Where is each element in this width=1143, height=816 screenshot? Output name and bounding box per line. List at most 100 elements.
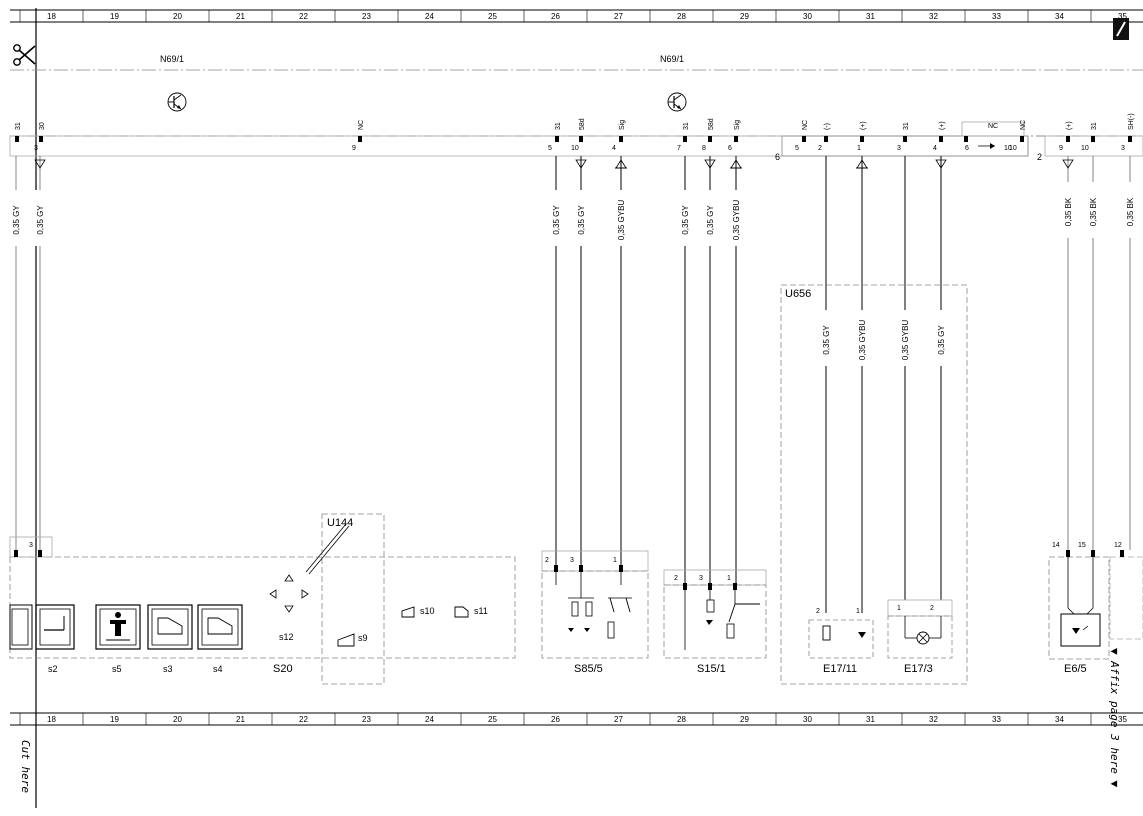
column-number: 33	[992, 12, 1001, 21]
e6-5-pin: 14	[1052, 542, 1060, 549]
terminal-label: 31	[15, 122, 22, 130]
wire-label: 0,35 GY	[12, 205, 21, 235]
wire-label: 0,35 GY	[937, 325, 946, 355]
pin-number: 2	[818, 145, 822, 152]
column-number: 30	[803, 12, 812, 21]
terminal-label: NC	[1020, 120, 1027, 130]
pin-number: 6	[965, 145, 969, 152]
wire-label: 0,35 GY	[822, 325, 831, 355]
ground-marker	[704, 159, 716, 169]
ground-marker	[34, 159, 46, 169]
terminal-label: SH(-)	[1128, 113, 1135, 130]
s85-5-switch	[541, 550, 649, 659]
column-number: 35	[1118, 12, 1127, 21]
pin-marker	[1091, 136, 1095, 142]
pin-number: 3	[897, 145, 901, 152]
pin-marker	[939, 136, 943, 142]
e17-11-lamp	[808, 619, 874, 659]
e6-5-pin: 15	[1078, 542, 1086, 549]
column-number: 26	[551, 12, 560, 21]
column-number: 29	[740, 715, 749, 724]
s20-switch-labels: s2 s5 s3 s4 s12 s9 s10 s11	[48, 606, 488, 674]
s20-pin-label: 3	[29, 542, 33, 549]
component-label-e17-3: E17/3	[904, 663, 933, 675]
pin-marker	[619, 136, 623, 142]
column-number: 32	[929, 715, 938, 724]
pin-number: 4	[933, 145, 937, 152]
column-number: 35	[1118, 715, 1127, 724]
component-label-e6-5: E6/5	[1064, 663, 1087, 675]
ground-marker	[575, 159, 587, 169]
pin-marker	[903, 136, 907, 142]
switch-label-s9: s9	[358, 633, 368, 643]
column-number: 33	[992, 715, 1001, 724]
u144-frame	[305, 513, 385, 685]
wire-label: 0,35 GY	[577, 205, 586, 235]
column-number: 34	[1055, 12, 1064, 21]
terminal-label: Sig	[734, 120, 741, 130]
column-number: 21	[236, 12, 245, 21]
pin-marker	[860, 136, 864, 142]
column-number: 30	[803, 715, 812, 724]
pencil-icon	[1113, 18, 1129, 40]
column-number: 20	[173, 715, 182, 724]
terminal-label: (-)	[824, 123, 831, 130]
pin-number: 4	[612, 145, 616, 152]
column-number: 21	[236, 715, 245, 724]
connector-label-n69-1-left: N69/1	[160, 54, 184, 64]
column-number: 28	[677, 715, 686, 724]
terminal-label: (+)	[939, 121, 946, 130]
wire-label: 0,35 GY	[681, 205, 690, 235]
u656-frame	[780, 284, 968, 685]
e17-11-pin: 2	[816, 608, 820, 615]
e6-5-lamp	[1048, 550, 1143, 660]
seat-button-s3	[147, 604, 193, 650]
terminal-label: 31	[903, 122, 910, 130]
switch-label-s3: s3	[163, 664, 173, 674]
switch-label-s4: s4	[213, 664, 223, 674]
wires: 0,35 GY 0,35 GY 0,35 GY 0,35 GY 0,35 GYBU 0,3…	[10, 156, 1135, 613]
column-number: 32	[929, 12, 938, 21]
wire-label: 0,35 GY	[36, 205, 45, 235]
connector-group-pin: 6	[775, 152, 780, 162]
wire-label: 0,35 GYBU	[901, 320, 910, 361]
pin-number: 8	[702, 145, 706, 152]
column-number: 34	[1055, 715, 1064, 724]
column-number: 19	[110, 715, 119, 724]
seat-lever-icon	[337, 606, 469, 647]
column-number: 28	[677, 12, 686, 21]
e6-5-pin: 12	[1114, 542, 1122, 549]
column-number: 22	[299, 12, 308, 21]
pin-number: 10	[1004, 145, 1012, 152]
component-label-u656: U656	[785, 288, 811, 300]
switch-label-s11: s11	[474, 606, 488, 616]
e17-3-pin: 1	[897, 605, 901, 612]
e17-3-lamp	[887, 599, 953, 659]
direction-arrows-icon	[269, 574, 309, 613]
e17-11-pin: 1	[856, 608, 860, 615]
wire-label: 0,35 BK	[1089, 197, 1098, 226]
pin-number: 9	[1059, 145, 1063, 152]
terminal-label: 31	[555, 122, 562, 130]
switch-label-s2: s2	[48, 664, 58, 674]
column-number: 20	[173, 12, 182, 21]
terminal-label: 31	[683, 122, 690, 130]
terminal-label: NC	[988, 123, 998, 130]
pin-number: 5	[548, 145, 552, 152]
column-number: 27	[614, 12, 623, 21]
pin-number: 7	[677, 145, 681, 152]
s15-1-pin: 2	[674, 575, 678, 582]
switch-label-s10: s10	[420, 606, 435, 616]
pin-number: 9	[352, 145, 356, 152]
s85-5-pin: 2	[545, 557, 549, 564]
column-number: 27	[614, 715, 623, 724]
column-number: 18	[47, 12, 56, 21]
ground-marker	[935, 159, 947, 169]
component-label-u144: U144	[327, 517, 353, 529]
switch-label-s5: s5	[112, 664, 122, 674]
s15-1-pin: 1	[727, 575, 731, 582]
s20-switch-module	[9, 536, 516, 659]
